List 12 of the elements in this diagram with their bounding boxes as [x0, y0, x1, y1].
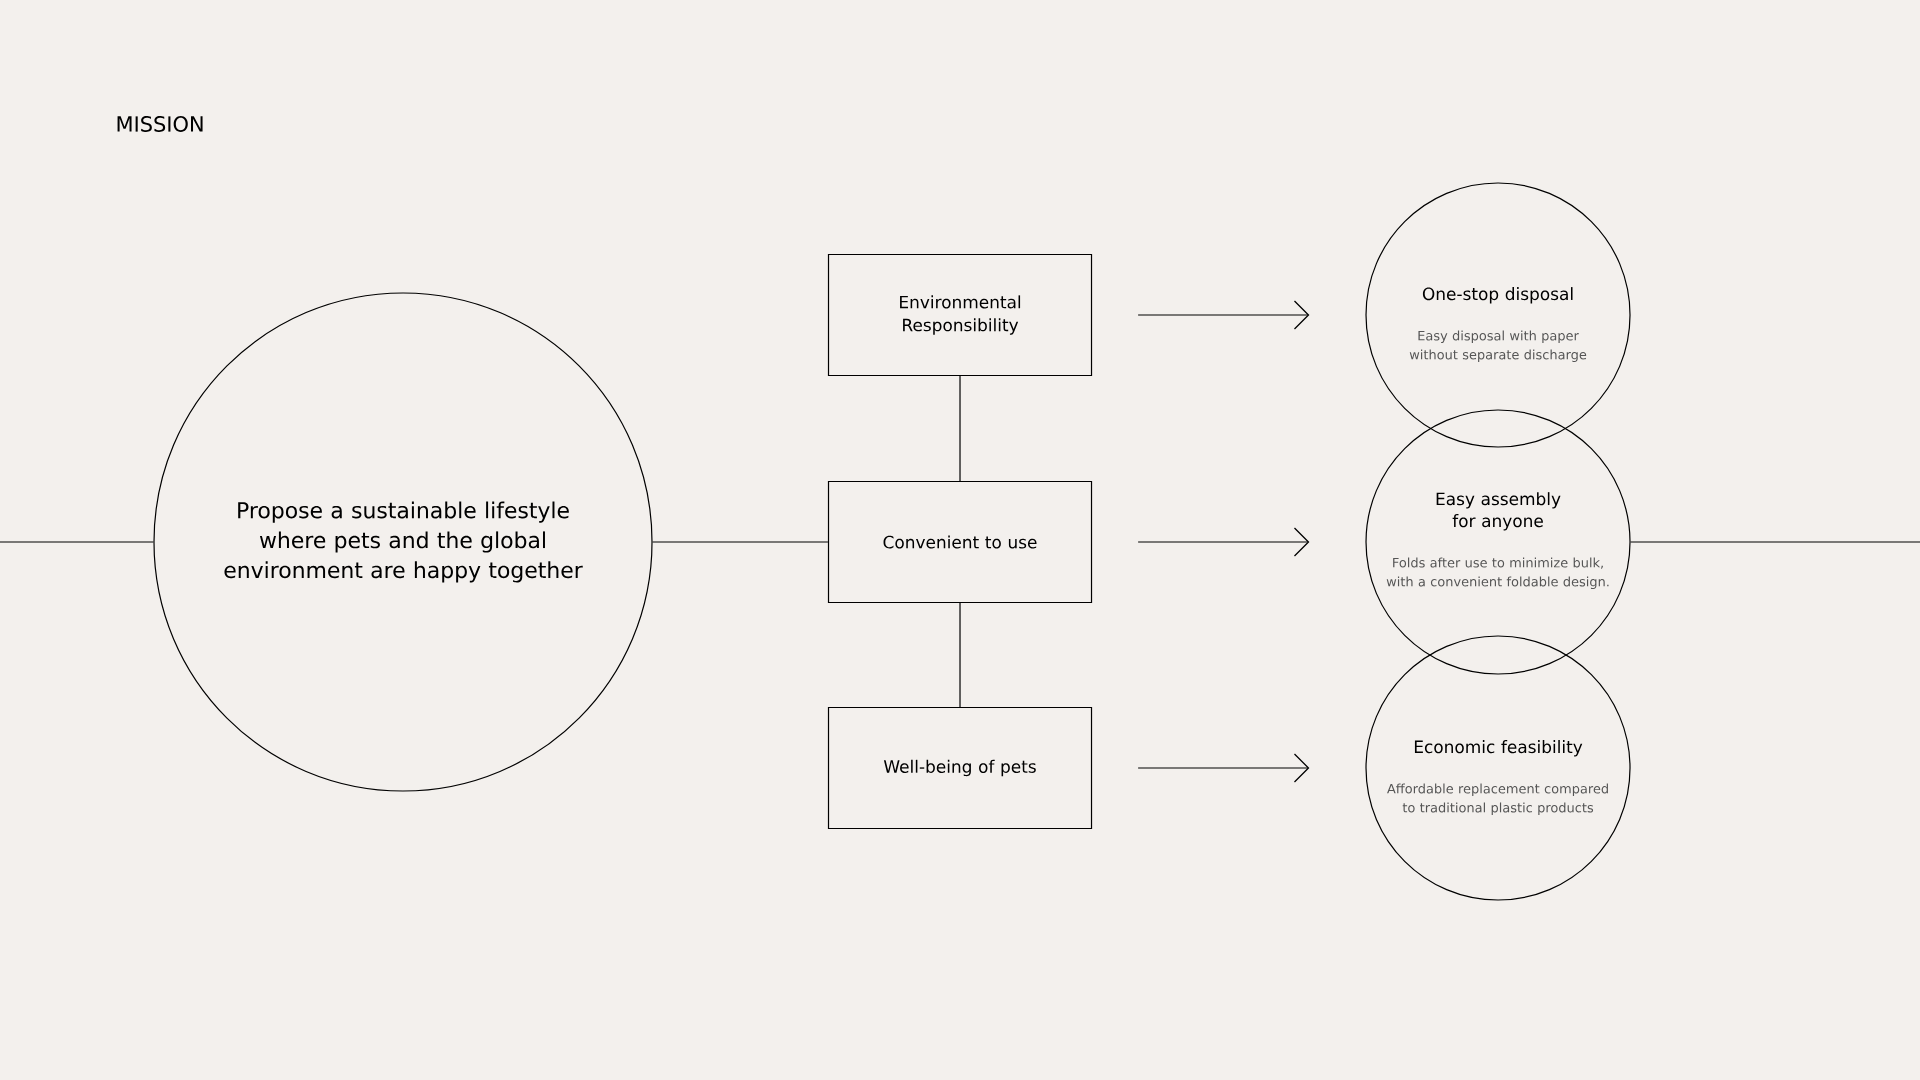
connector-line	[0, 541, 154, 543]
value-box: Convenient to use	[827, 480, 1093, 604]
connector-line	[1630, 541, 1920, 543]
heading: MISSION	[117, 116, 203, 132]
value-box: Environmental Responsibility	[827, 253, 1093, 377]
arrow	[1137, 753, 1310, 783]
connector-line	[652, 541, 829, 543]
connector-line	[959, 602, 961, 708]
value-box: Well-being of pets	[827, 706, 1093, 830]
arrow	[1137, 300, 1310, 330]
connector-line	[959, 375, 961, 482]
arrow	[1137, 527, 1310, 557]
